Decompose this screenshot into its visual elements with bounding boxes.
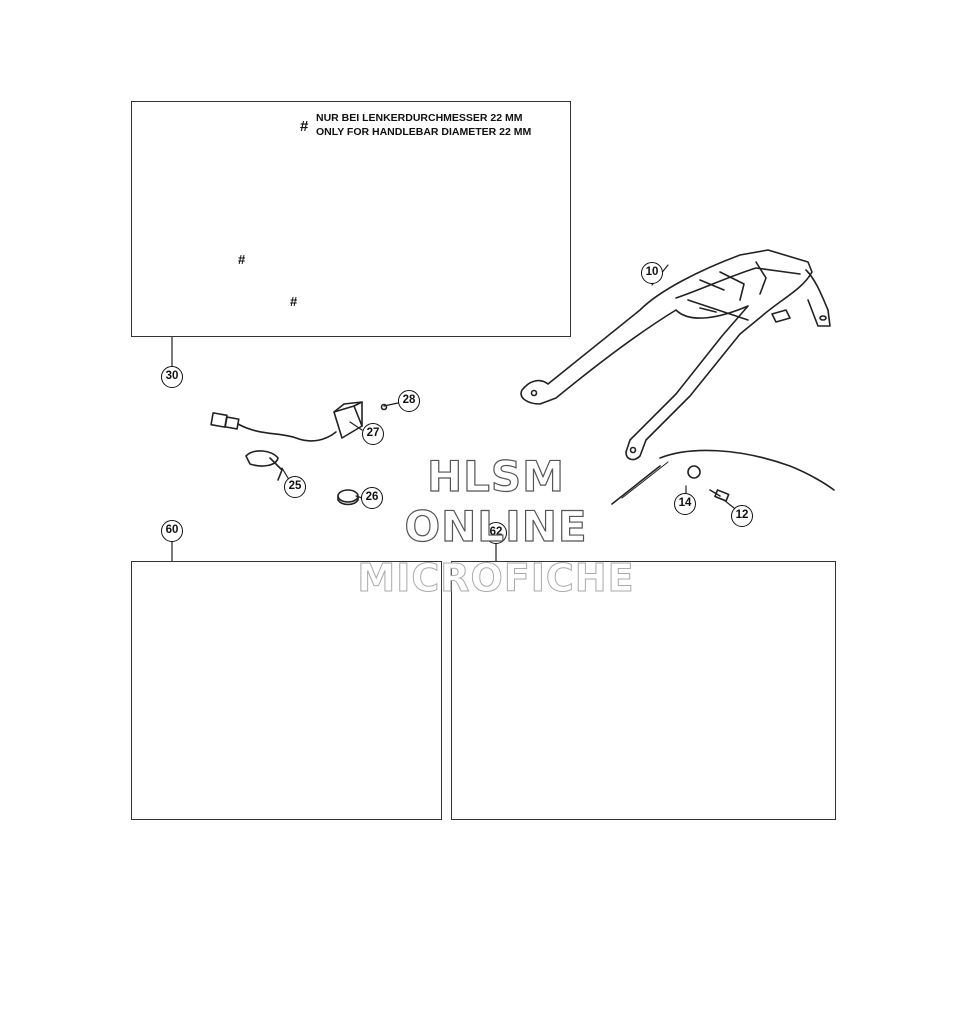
callout-60[interactable]: 60 bbox=[161, 520, 183, 542]
watermark-line-3: MICROFICHE bbox=[357, 556, 635, 601]
handguard-kit-panel bbox=[131, 101, 571, 337]
watermark-line-1: HLSM bbox=[426, 451, 565, 501]
note-line-de: NUR BEI LENKERDURCHMESSER 22 MM bbox=[316, 112, 523, 124]
handlebar-note: NUR BEI LENKERDURCHMESSER 22 MM ONLY FOR… bbox=[316, 111, 531, 139]
fender-bolt-illustration bbox=[611, 449, 835, 505]
note-hash-symbol: # bbox=[300, 118, 309, 135]
callout-27[interactable]: 27 bbox=[362, 423, 384, 445]
callout-28[interactable]: 28 bbox=[398, 390, 420, 412]
callout-25[interactable]: 25 bbox=[284, 476, 306, 498]
callout-30[interactable]: 30 bbox=[161, 366, 183, 388]
hash-marker-left-clamp: # bbox=[238, 252, 246, 267]
skid-plate-62-panel bbox=[451, 561, 836, 820]
note-line-en: ONLY FOR HANDLEBAR DIAMETER 22 MM bbox=[316, 126, 532, 138]
hash-marker-right-clamp: # bbox=[290, 294, 298, 309]
skid-plate-60-panel bbox=[131, 561, 442, 820]
callout-12[interactable]: 12 bbox=[731, 505, 753, 527]
callout-62[interactable]: 62 bbox=[485, 522, 507, 544]
callout-14[interactable]: 14 bbox=[674, 493, 696, 515]
callout-26[interactable]: 26 bbox=[361, 487, 383, 509]
callout-10[interactable]: 10 bbox=[641, 262, 663, 284]
relay-harness-illustration bbox=[210, 401, 388, 506]
watermark-line-2: ONLINE bbox=[404, 501, 588, 551]
luggage-rack-illustration bbox=[520, 249, 831, 461]
